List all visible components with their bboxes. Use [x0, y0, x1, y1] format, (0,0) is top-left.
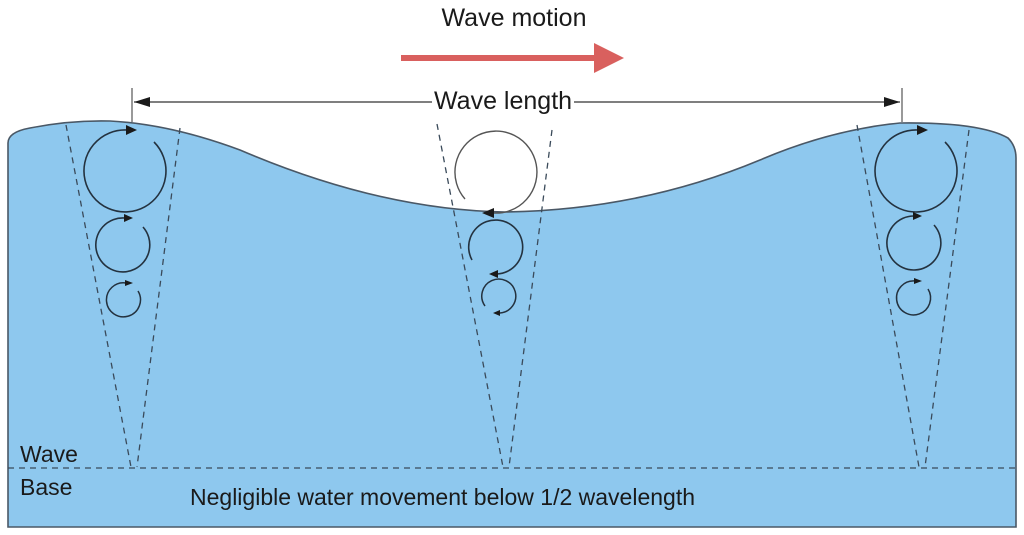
orbit-circle-medium-icon	[467, 219, 524, 275]
orbit-circle-small-icon	[105, 282, 142, 318]
wavelength-label: Wave length	[432, 87, 575, 116]
orbit-circle-large-icon	[874, 129, 958, 213]
orbit-circle-small-icon	[481, 278, 517, 314]
orbit-column-trough	[436, 123, 553, 468]
orbit-circle-medium-icon	[886, 215, 942, 271]
wave-base-label-line1: Wave	[20, 441, 78, 467]
orbit-circle-large-icon	[83, 129, 167, 213]
orbit-column-right	[856, 124, 970, 468]
wave-base-label-line2: Base	[20, 474, 73, 500]
orbit-circle-medium-icon	[95, 217, 151, 273]
negligible-movement-label: Negligible water movement below 1/2 wave…	[190, 484, 696, 510]
water-body	[7, 120, 1017, 528]
wave-motion-arrow-icon	[401, 43, 624, 73]
orbit-circle-small-icon	[895, 280, 932, 316]
orbit-circle-large-icon	[454, 130, 538, 214]
wave-motion-title: Wave motion	[441, 4, 587, 32]
orbit-column-left	[65, 124, 181, 468]
